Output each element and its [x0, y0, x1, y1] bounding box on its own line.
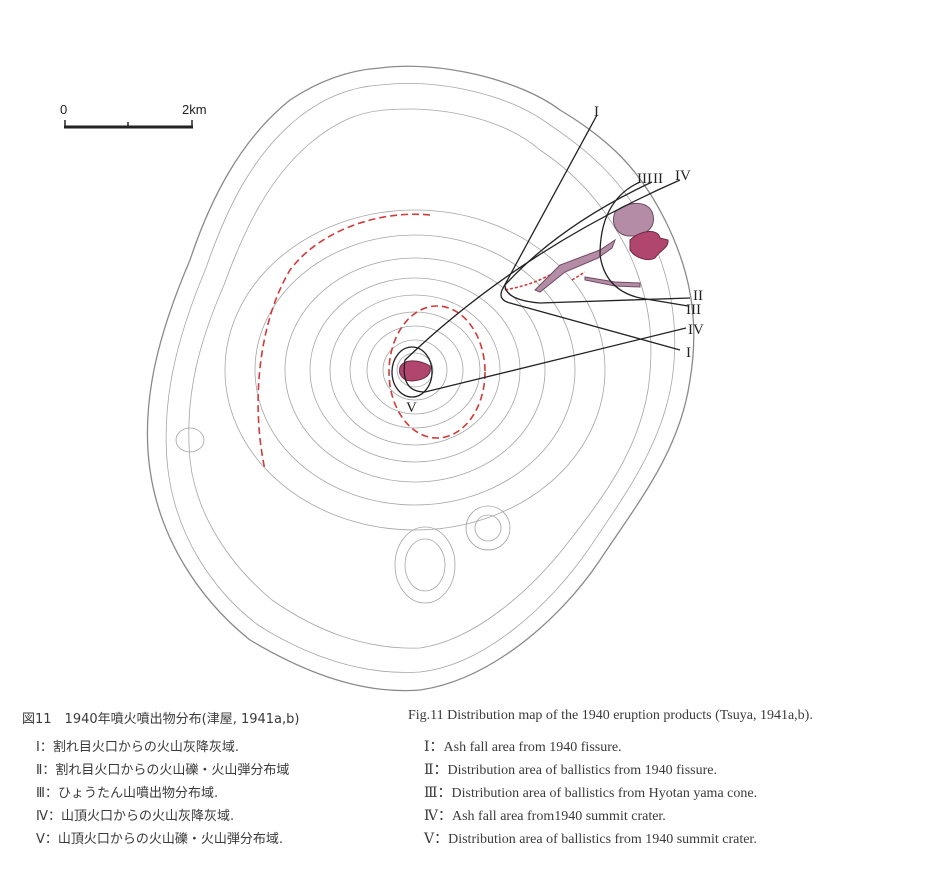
caption-item-jp: Ⅱ：割れ目火口からの火山礫・火山弾分布域 — [36, 763, 290, 778]
zone-III-boundary — [599, 181, 689, 307]
caption-item-en: Ⅱ：Distribution area of ballistics from 1… — [424, 763, 717, 778]
label-III-right: III — [686, 302, 701, 318]
coastline — [146, 65, 695, 692]
caption-item-en: Ⅴ：Distribution area of ballistics from 1… — [424, 832, 757, 847]
island-map: I III II IV II III IV I V 0 2km — [60, 65, 704, 692]
caption-item-jp: Ⅳ：山頂火口からの火山灰降灰域. — [36, 809, 235, 824]
zone-IV-boundary — [403, 179, 687, 393]
zone-II-boundary — [504, 181, 691, 304]
label-II-top: II — [653, 171, 663, 187]
caption-title-en: Fig.11 Distribution map of the 1940 erup… — [408, 708, 813, 723]
zone-V-boundary — [391, 346, 433, 398]
label-III-top: III — [637, 171, 652, 187]
caption-item-jp: Ⅴ：山頂火口からの火山礫・火山弾分布域. — [36, 832, 284, 847]
caption-item-jp: Ⅲ：ひょうたん山噴出物分布域. — [36, 786, 219, 801]
zone-I-boundary — [500, 114, 681, 351]
zone-boundaries — [391, 114, 691, 398]
scale-bar: 0 2km — [60, 102, 207, 129]
label-IV-top: IV — [675, 168, 691, 184]
scale-start-label: 0 — [60, 102, 67, 117]
scale-end-label: 2km — [182, 102, 207, 117]
caption-item-en: Ⅲ：Distribution area of ballistics from H… — [424, 786, 758, 801]
crater-southeast — [465, 505, 511, 551]
caption-item-en: Ⅳ：Ash fall area from1940 summit crater. — [424, 809, 666, 824]
eruption-deposits — [399, 202, 669, 382]
deposit-summit — [399, 360, 431, 382]
deposit-east — [629, 231, 669, 261]
label-I-right: I — [686, 345, 691, 361]
caldera-boundary — [257, 213, 586, 471]
caption-item-en: Ⅰ：Ash fall area from 1940 fissure. — [424, 740, 622, 755]
label-I-top: I — [594, 104, 599, 120]
caption-title-jp: 図11 1940年噴火噴出物分布(津屋, 1941a,b) — [22, 712, 300, 727]
crater-south — [394, 526, 456, 604]
caption-item-jp: Ⅰ：割れ目火口からの火山灰降灰域. — [36, 740, 239, 755]
label-IV-right: IV — [688, 322, 704, 338]
label-V: V — [406, 400, 417, 416]
label-II-right: II — [693, 288, 703, 304]
deposit-hyotan-yama — [613, 202, 654, 237]
zone-labels: I III II IV II III IV I V — [406, 104, 704, 416]
